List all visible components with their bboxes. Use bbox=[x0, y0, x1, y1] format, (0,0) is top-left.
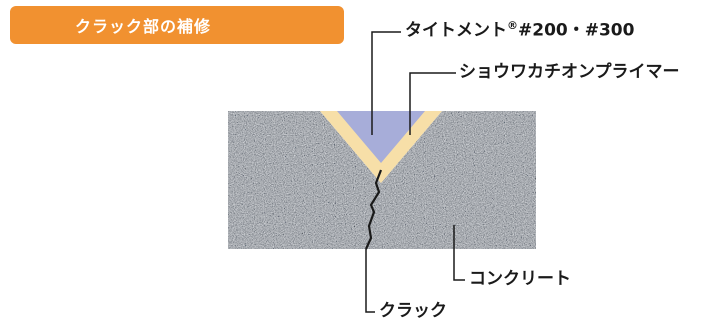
title-badge: クラック部の補修 bbox=[10, 6, 344, 44]
crack-label: クラック bbox=[379, 301, 447, 321]
concrete-label: コンクリート bbox=[469, 269, 571, 289]
crack-line bbox=[364, 169, 383, 250]
leader-lines bbox=[365, 31, 465, 313]
registered-mark: ® bbox=[507, 19, 518, 32]
sealant-label: タイトメント®#200・#300 bbox=[405, 20, 634, 40]
primer-label: ショウワカチオンプライマー bbox=[459, 62, 680, 82]
crack-leader-line bbox=[365, 249, 375, 313]
sealant-leader-line bbox=[371, 31, 401, 135]
sealant-label-suffix: #200・#300 bbox=[518, 20, 635, 41]
primer-leader-line bbox=[409, 72, 456, 135]
sealant-label-prefix: タイトメント bbox=[405, 20, 507, 41]
page-title: クラック部の補修 bbox=[74, 17, 211, 36]
sealant-fill bbox=[337, 111, 425, 163]
concrete-leader-line bbox=[453, 225, 465, 281]
